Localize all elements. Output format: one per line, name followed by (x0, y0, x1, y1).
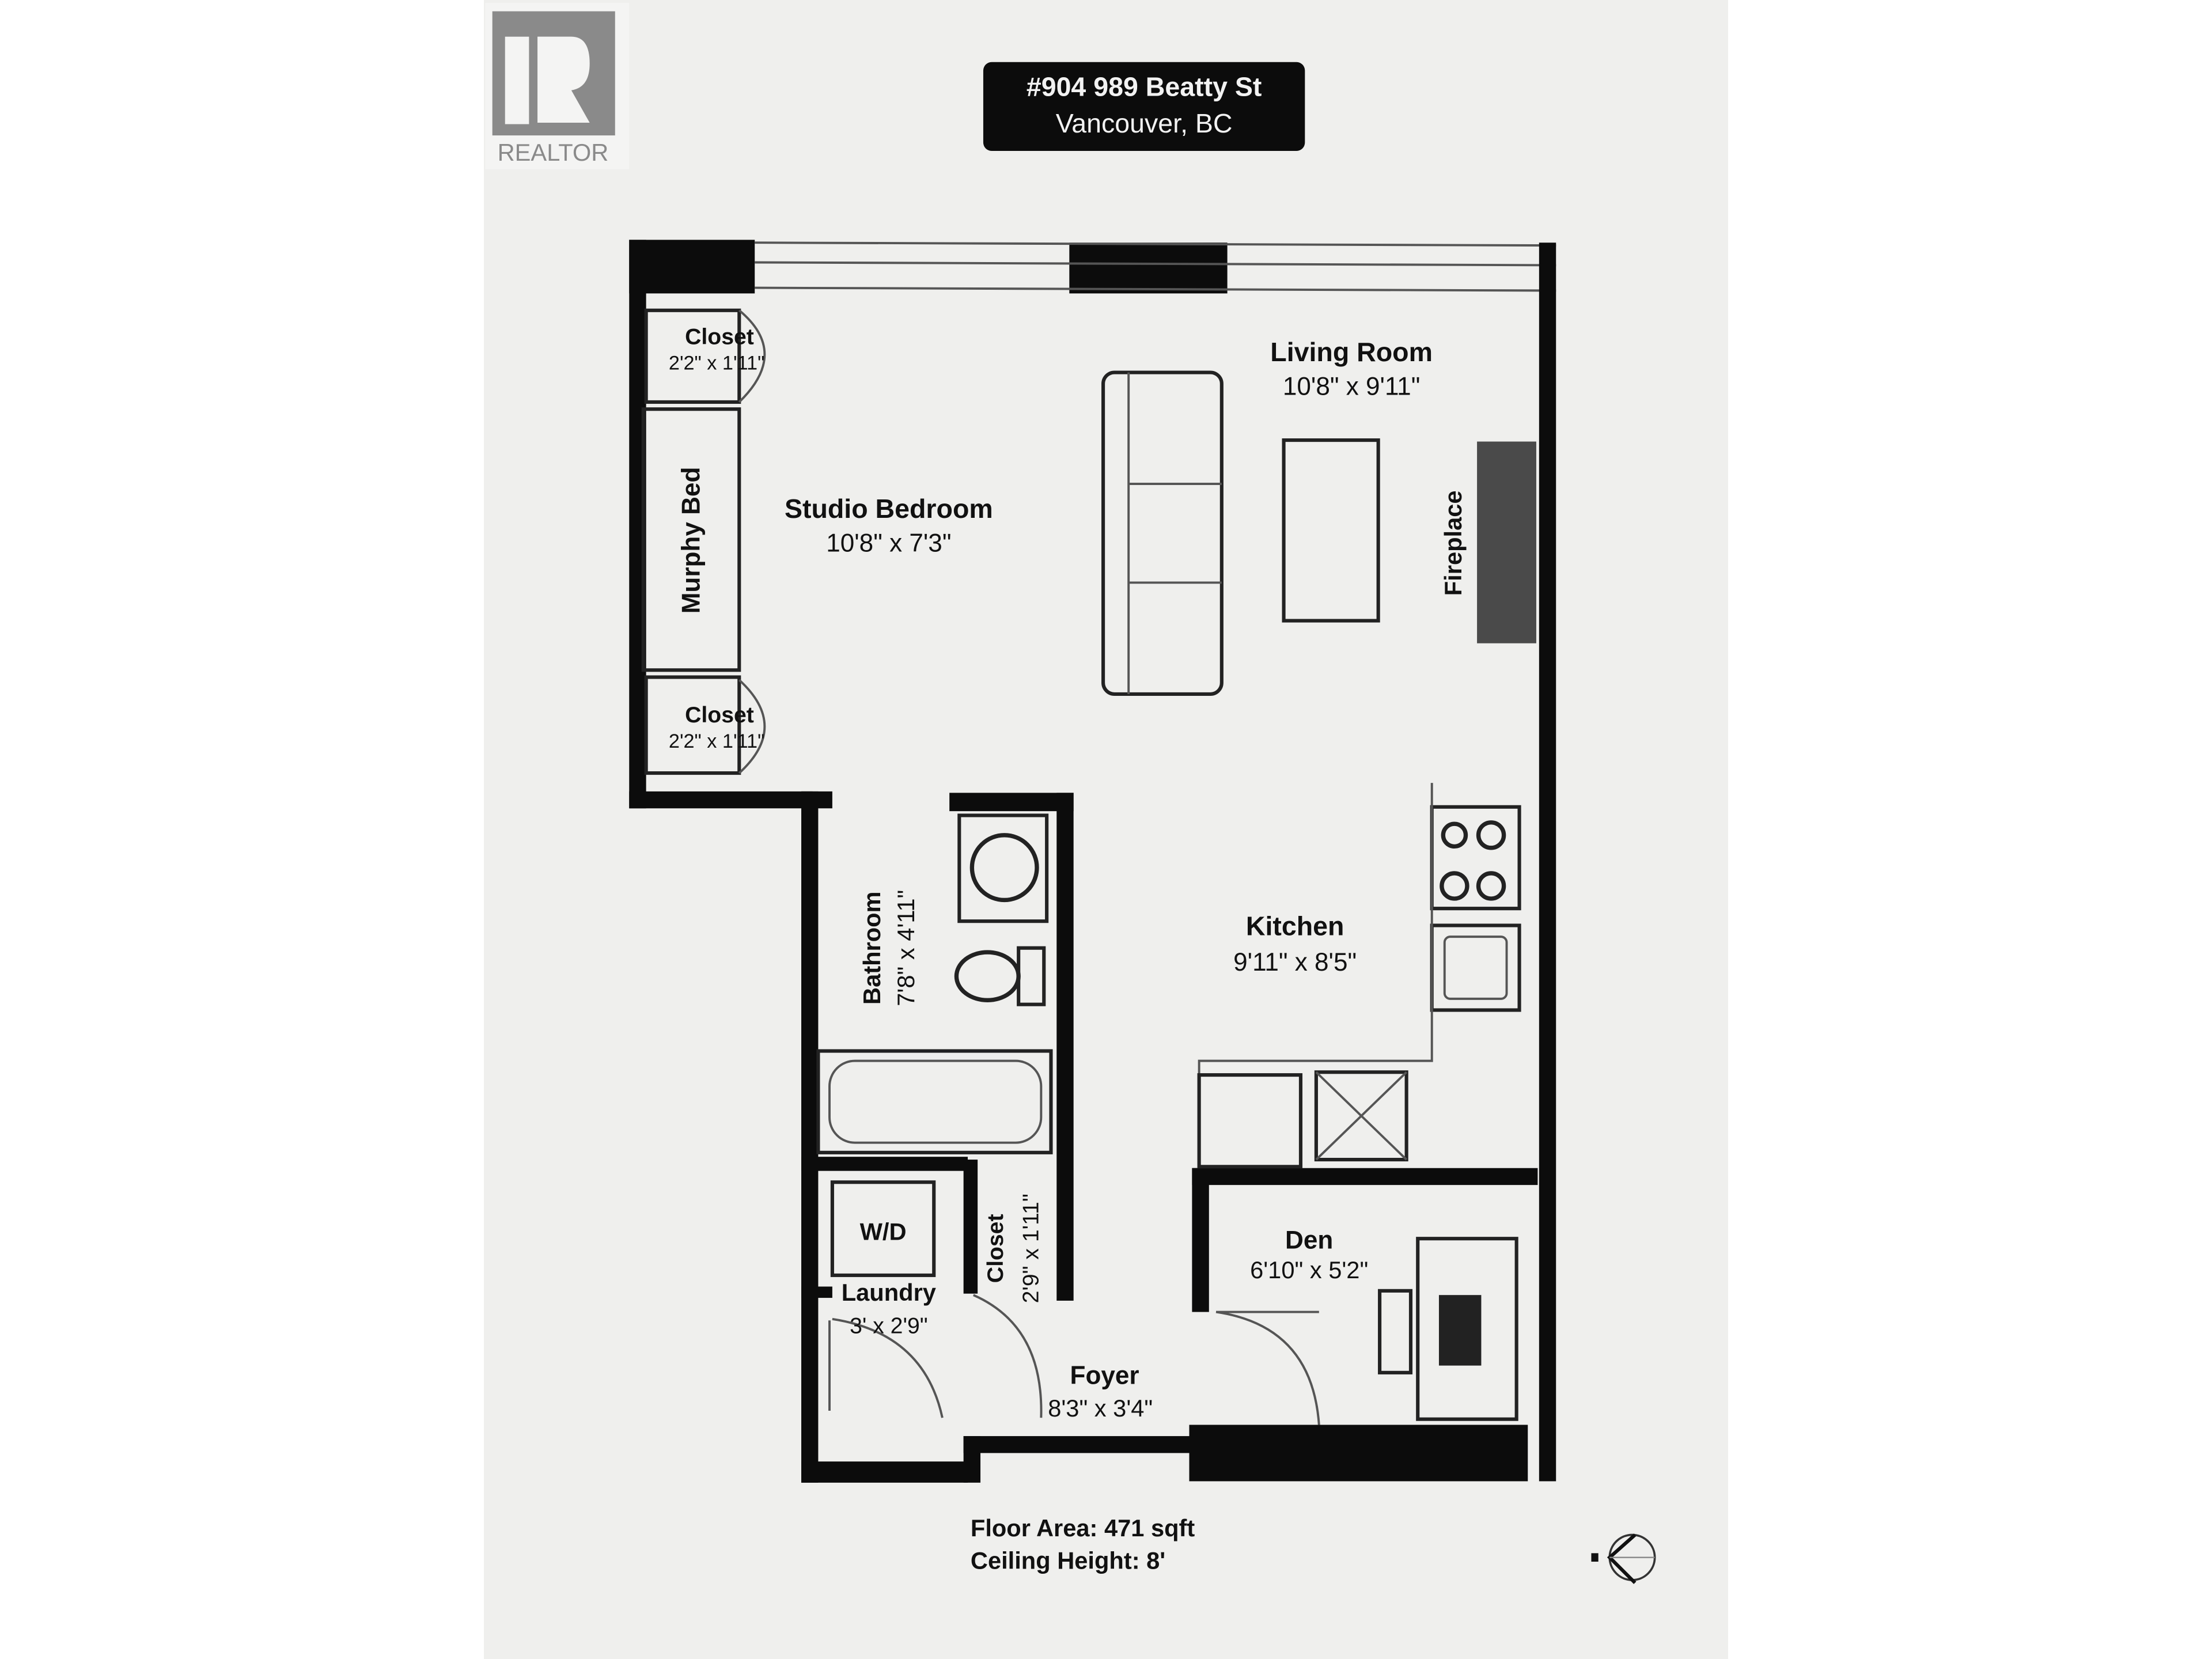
coffee-table (1282, 438, 1380, 623)
room-labels: Closet 2'2" x 1'11" Closet 2'2" x 1'11" … (669, 325, 1467, 1422)
den-door (1215, 1310, 1320, 1425)
foyer-label: Foyer (1070, 1361, 1139, 1389)
fireplace-label: Fireplace (1440, 490, 1467, 596)
address-badge: #904 989 Beatty St Vancouver, BC (983, 62, 1305, 151)
living-room-size: 10'8" x 9'11" (1283, 373, 1420, 401)
realtor-logo-text: REALTOR (498, 139, 609, 166)
toilet (954, 946, 1046, 1006)
fireplace (1477, 441, 1536, 643)
foyer-closet-door (973, 1294, 1043, 1418)
laundry-size: 3' x 2'9" (850, 1313, 928, 1338)
sofa (1101, 370, 1224, 696)
address-line-1: #904 989 Beatty St (1027, 72, 1262, 102)
fridge (1197, 1073, 1303, 1169)
washer-dryer (830, 1180, 936, 1277)
den-size: 6'10" x 5'2" (1250, 1256, 1368, 1283)
bathroom-label: Bathroom (858, 891, 885, 1005)
north-arrow-icon (1591, 1533, 1656, 1584)
murphy-bed-label: Murphy Bed (677, 467, 706, 614)
laundry-door (828, 1317, 944, 1418)
studio-bedroom-size: 10'8" x 7'3" (826, 529, 951, 558)
walls (629, 240, 1556, 1483)
address-line-2: Vancouver, BC (1056, 108, 1233, 138)
closet-bottom-size: 2'2" x 1'11" (669, 730, 764, 752)
closet-top-size: 2'2" x 1'11" (669, 353, 764, 374)
foyer-closet-label: Closet (983, 1214, 1008, 1283)
closet-bottom-label: Closet (685, 703, 754, 728)
ceiling-height-text: Ceiling Height: 8' (971, 1547, 1165, 1574)
bathroom-size: 7'8" x 4'11" (892, 890, 919, 1006)
foyer-closet-size: 2'9" x 1'11" (1018, 1194, 1043, 1303)
kitchen-label: Kitchen (1246, 911, 1344, 941)
living-room-label: Living Room (1270, 337, 1433, 367)
realtor-logo: REALTOR (485, 2, 630, 169)
closet-top-label: Closet (685, 325, 754, 350)
den-label: Den (1285, 1226, 1333, 1254)
kitchen-size: 9'11" x 8'5" (1233, 948, 1357, 976)
fixtures (641, 308, 1536, 1425)
studio-bedroom-label: Studio Bedroom (785, 494, 993, 524)
laundry-label: Laundry (842, 1279, 936, 1306)
wd-label: W/D (860, 1218, 907, 1245)
bathroom-sink (957, 813, 1049, 923)
foyer-size: 8'3" x 3'4" (1048, 1395, 1153, 1422)
desk (1378, 1237, 1518, 1421)
dishwasher (1314, 1070, 1408, 1162)
bathtub (816, 1049, 1053, 1154)
floor-area-text: Floor Area: 471 sqft (971, 1514, 1195, 1541)
